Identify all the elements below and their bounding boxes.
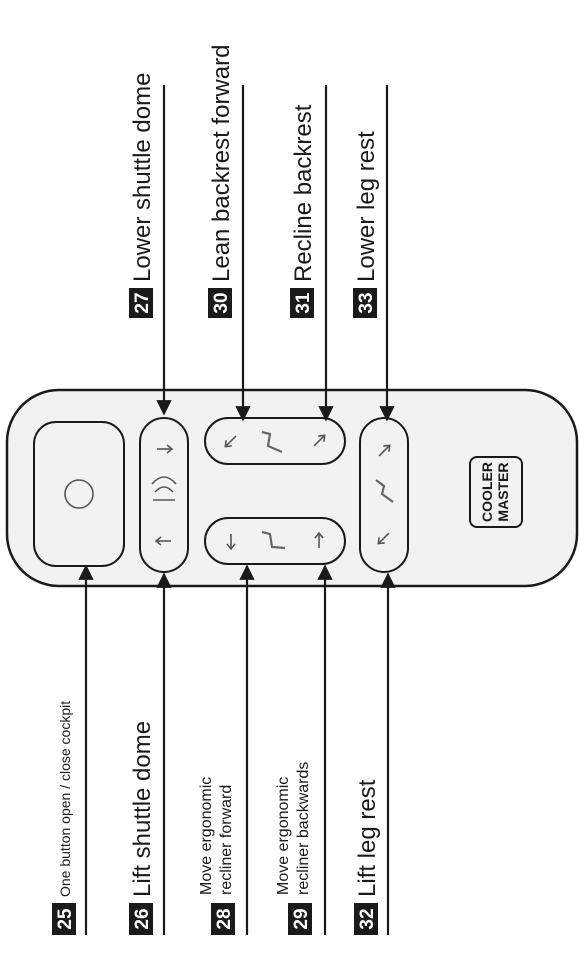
svg-text:31: 31 [293, 292, 314, 314]
leg-rest-button[interactable] [359, 417, 409, 573]
callout-29: 29 Move ergonomic recliner backwards [275, 762, 312, 935]
svg-text:Move ergonomic: Move ergonomic [275, 777, 292, 895]
backrest-button[interactable] [204, 417, 346, 465]
svg-text:25: 25 [55, 908, 76, 930]
svg-text:Lean backrest forward: Lean backrest forward [208, 45, 235, 282]
seat-profile-icon [261, 530, 286, 550]
arrow-diagonal-down-icon [377, 532, 390, 545]
svg-text:One button open / close cockpi: One button open / close cockpit [57, 701, 73, 897]
svg-text:27: 27 [132, 292, 153, 313]
arrow-down-icon [226, 534, 236, 551]
svg-text:recliner forward: recliner forward [218, 785, 235, 895]
shuttle-dome-button[interactable] [139, 417, 189, 573]
seat-profile-icon [261, 430, 283, 454]
arrow-diagonal-down-icon [224, 435, 237, 448]
cooler-master-logo: COOLER MASTER [469, 456, 523, 528]
seat-profile-icon [375, 479, 394, 503]
arrow-up-icon [314, 531, 324, 548]
callout-31: 31 Recline backrest [290, 104, 317, 318]
callout-25: 25 One button open / close cockpit [52, 701, 76, 935]
arrow-up-icon [154, 536, 171, 546]
svg-text:30: 30 [211, 292, 232, 313]
svg-text:MASTER: MASTER [495, 462, 511, 521]
svg-text:recliner backwards: recliner backwards [295, 762, 312, 895]
svg-text:Lower leg rest: Lower leg rest [353, 131, 380, 282]
callout-26: 26 Lift shuttle dome [129, 721, 156, 935]
arrow-diagonal-up-icon [313, 434, 326, 447]
callout-33: 33 Lower leg rest [353, 131, 380, 318]
svg-text:32: 32 [357, 908, 378, 929]
svg-text:26: 26 [132, 908, 153, 929]
callout-28: 28 Move ergonomic recliner forward [198, 777, 235, 935]
svg-text:Recline backrest: Recline backrest [290, 104, 317, 282]
callout-27: 27 Lower shuttle dome [129, 73, 156, 318]
power-circle-icon [64, 479, 94, 509]
svg-text:Lower shuttle dome: Lower shuttle dome [129, 73, 156, 282]
arrow-diagonal-up-icon [378, 444, 391, 457]
arrow-down-icon [157, 444, 174, 454]
recliner-button[interactable] [204, 517, 346, 565]
svg-text:29: 29 [291, 908, 312, 929]
svg-text:33: 33 [356, 292, 377, 313]
svg-text:28: 28 [214, 908, 235, 929]
svg-text:Move ergonomic: Move ergonomic [198, 777, 215, 895]
svg-text:Lift shuttle dome: Lift shuttle dome [129, 721, 156, 897]
shuttle-dome-icon [151, 476, 177, 501]
power-button[interactable] [33, 421, 125, 567]
svg-text:COOLER: COOLER [479, 462, 495, 522]
callout-30: 30 Lean backrest forward [208, 45, 235, 318]
callout-32: 32 Lift leg rest [354, 779, 381, 935]
svg-text:Lift leg rest: Lift leg rest [354, 779, 381, 897]
